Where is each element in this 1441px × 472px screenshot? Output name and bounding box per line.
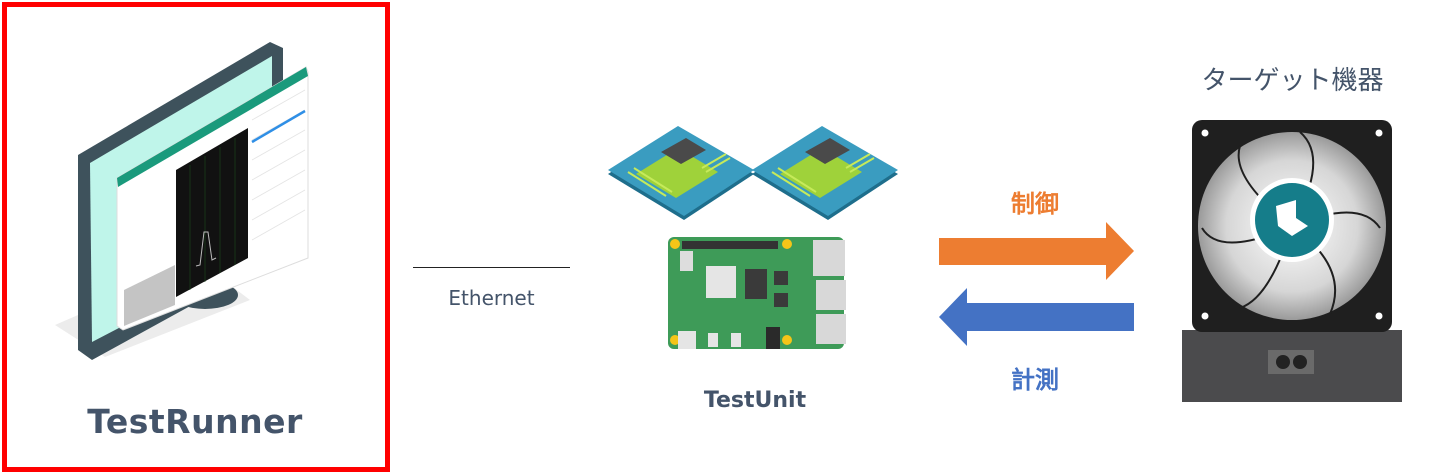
raspberry-pi-board-icon[interactable]	[666, 235, 846, 355]
control-label: 制御	[1011, 190, 1059, 218]
motherboard-icon[interactable]	[750, 122, 900, 222]
testunit-label: TestUnit	[703, 388, 807, 413]
motherboard-icon[interactable]	[606, 122, 756, 222]
monitor-with-app-windows-icon[interactable]	[0, 0, 390, 400]
control-arrow-right	[939, 222, 1134, 280]
ethernet-label: Ethernet	[448, 286, 535, 310]
ethernet-connection-line	[413, 267, 570, 268]
target-device-label: ターゲット機器	[1201, 66, 1384, 96]
testrunner-label: TestRunner	[87, 402, 303, 441]
measure-arrow-left	[939, 288, 1134, 346]
measure-label: 計測	[1011, 366, 1059, 394]
cooling-fan-device-icon[interactable]	[1180, 118, 1420, 418]
